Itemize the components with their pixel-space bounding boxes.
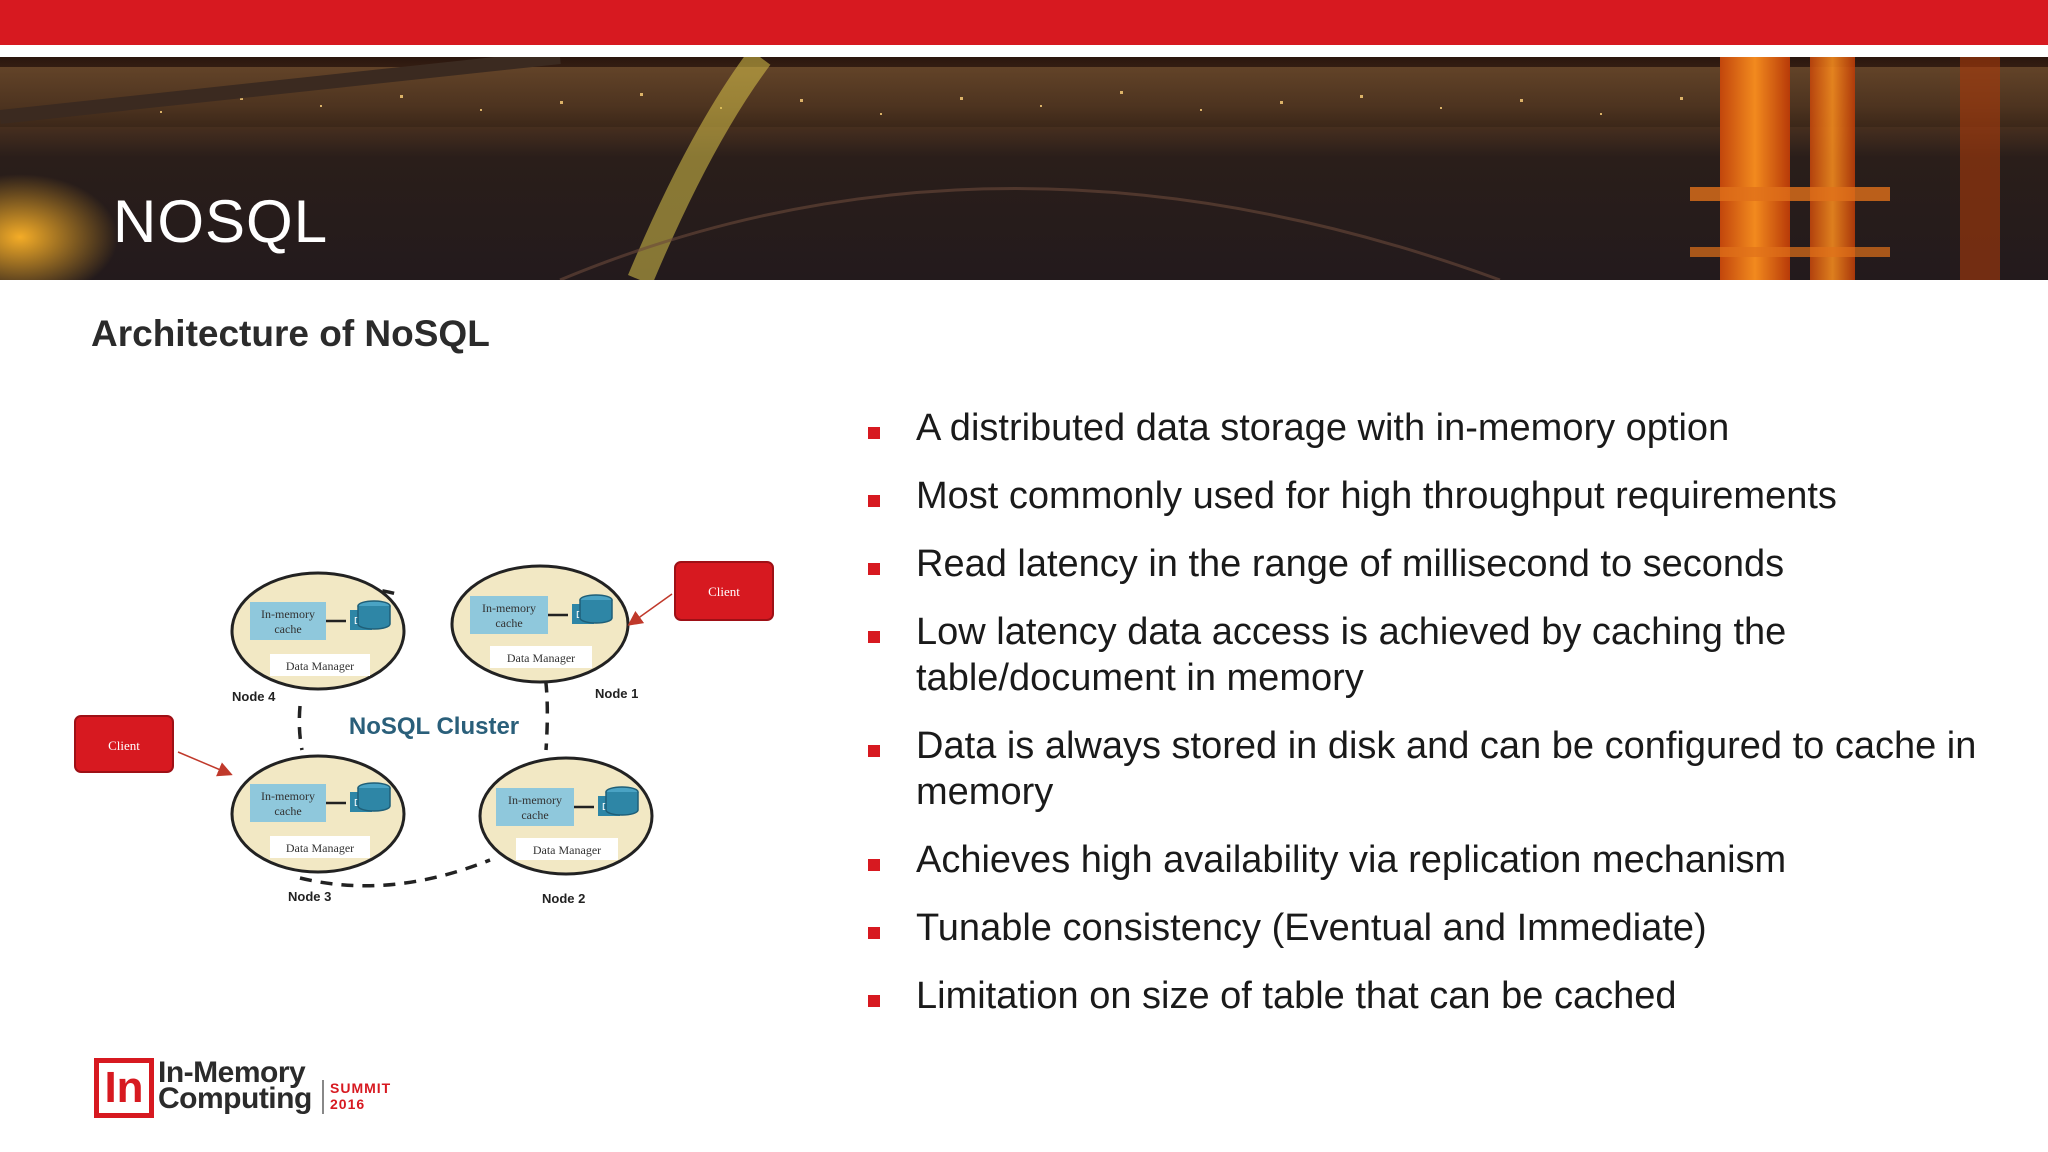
client-top-right: Client (674, 561, 774, 621)
cache-label: In-memory (261, 607, 315, 621)
cluster-label: NoSQL Cluster (349, 713, 519, 740)
bullet-square-icon (868, 427, 880, 439)
data-manager-label: Data Manager (286, 659, 354, 673)
logo-separator (322, 1080, 324, 1114)
client-left: Client (74, 715, 174, 773)
slide-title: NOSQL (113, 188, 329, 255)
conference-logo: In In-Memory Computing SUMMIT 2016 (94, 1056, 414, 1118)
bullet-item: A distributed data storage with in-memor… (868, 405, 2018, 451)
cache-label: In-memory (261, 789, 315, 803)
node-2: In-memory cache DB Data Manager Node 2 (478, 756, 654, 906)
bullet-item: Achieves high availability via replicati… (868, 837, 2018, 883)
bullet-square-icon (868, 563, 880, 575)
client-arrow (627, 593, 673, 626)
cache-label: In-memory (482, 601, 536, 615)
cache-label: cache (274, 622, 301, 636)
city-night-background (0, 57, 2048, 280)
cache-label: cache (274, 804, 301, 818)
data-manager-label: Data Manager (533, 843, 601, 857)
top-accent-bar (0, 0, 2048, 45)
bullet-item: Low latency data access is achieved by c… (868, 609, 2018, 701)
data-manager-label: Data Manager (286, 841, 354, 855)
bullet-list: A distributed data storage with in-memor… (868, 405, 2018, 1041)
cluster-link (299, 858, 491, 888)
bullet-square-icon (868, 495, 880, 507)
bullet-square-icon (868, 631, 880, 643)
bullet-item: Tunable consistency (Eventual and Immedi… (868, 905, 2018, 951)
cache-label: In-memory (508, 793, 562, 807)
data-manager-label: Data Manager (507, 651, 575, 665)
slide-subtitle: Architecture of NoSQL (91, 313, 490, 354)
cluster-link (297, 705, 304, 751)
bullet-square-icon (868, 745, 880, 757)
node-label: Node 1 (595, 686, 638, 701)
in-logo-mark: In (94, 1058, 154, 1118)
client-label: Client (108, 738, 140, 753)
node-label: Node 4 (232, 689, 276, 704)
logo-year: 2016 (330, 1096, 366, 1112)
node-label: Node 3 (288, 889, 331, 904)
node-4: In-memory cache DB Data Manager Node 4 (230, 571, 406, 704)
header-banner: NOSQL (0, 57, 2048, 280)
bullet-square-icon (868, 859, 880, 871)
bullet-item: Limitation on size of table that can be … (868, 973, 2018, 1019)
database-icon (357, 600, 391, 630)
database-icon (579, 594, 613, 624)
bullet-square-icon (868, 927, 880, 939)
node-3: In-memory cache DB Data Manager Node 3 (230, 754, 406, 904)
client-label: Client (708, 584, 740, 599)
logo-summit: SUMMIT (330, 1080, 392, 1096)
cache-label: cache (495, 616, 522, 630)
top-divider (0, 45, 2048, 57)
nosql-cluster-diagram: In-memory cache DB Data Manager Node 4 I… (74, 561, 774, 906)
node-1: In-memory cache DB Data Manager Node 1 (450, 564, 638, 701)
bullet-square-icon (868, 995, 880, 1007)
client-arrow (177, 751, 233, 777)
bullet-item: Data is always stored in disk and can be… (868, 723, 2018, 815)
database-icon (357, 782, 391, 812)
logo-text-line1: In-Memory (158, 1056, 306, 1089)
database-icon (605, 786, 639, 816)
bullet-item: Most commonly used for high throughput r… (868, 473, 2018, 519)
bullet-item: Read latency in the range of millisecond… (868, 541, 2018, 587)
node-label: Node 2 (542, 891, 585, 906)
logo-text-line2: Computing (158, 1082, 312, 1115)
cache-label: cache (521, 808, 548, 822)
